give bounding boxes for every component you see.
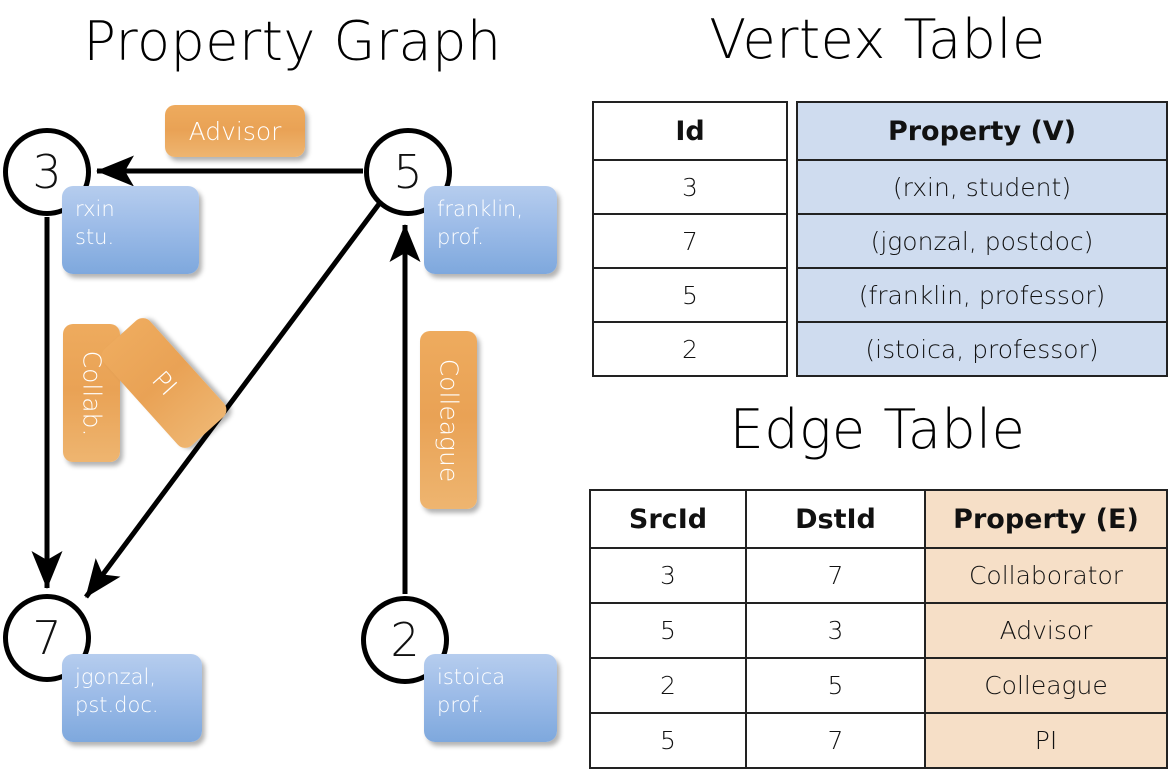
- edge-label-pi-text: PI: [145, 364, 183, 402]
- vertex-table-column-gap: [787, 322, 797, 376]
- vertex-cell-id: 7: [592, 213, 788, 269]
- edge-label-advisor-text: Advisor: [188, 116, 282, 146]
- vertex-cell-property: (rxin, student): [796, 159, 1168, 215]
- page-title-edge-table: Edge Table: [729, 398, 1026, 461]
- vertex-cell-id: 2: [592, 321, 788, 377]
- vertex-table-header-row: Id Property (V): [592, 101, 1168, 161]
- vertex-table-column-gap: [787, 160, 797, 214]
- edge-cell-dstid: 5: [745, 657, 926, 714]
- table-row: 5 7 PI: [589, 712, 1168, 769]
- edge-label-colleague: Colleague: [420, 331, 477, 509]
- edge-arrow-5-to-7: [83, 202, 382, 599]
- table-row: 5 (franklin, professor): [592, 267, 1168, 323]
- vertex-cell-property: (istoica, professor): [796, 321, 1168, 377]
- property-graph-diagram: 3 5 7 2 rxin stu. franklin, prof. jgonza…: [0, 0, 585, 760]
- vertex-table-column-gap: [787, 268, 797, 322]
- edge-table-header-property: Property (E): [924, 489, 1168, 549]
- vertex-table: Id Property (V) 3 (rxin, student) 7 (jgo…: [592, 101, 1168, 377]
- table-row: 7 (jgonzal, postdoc): [592, 213, 1168, 269]
- page-title-vertex-table: Vertex Table: [709, 8, 1046, 71]
- edge-label-advisor: Advisor: [165, 105, 305, 157]
- vertex-table-column-gap: [787, 102, 797, 160]
- node-property-box-jgonzal: jgonzal, pst.doc.: [62, 654, 202, 742]
- graph-node-2[interactable]: 2: [361, 596, 449, 684]
- edge-cell-srcid: 2: [589, 657, 747, 714]
- vertex-table-column-gap: [787, 214, 797, 268]
- node-property-box-rxin: rxin stu.: [62, 186, 199, 274]
- graph-node-5[interactable]: 5: [364, 128, 452, 216]
- edge-cell-property: Collaborator: [924, 547, 1168, 604]
- table-row: 2 5 Colleague: [589, 657, 1168, 714]
- table-row: 5 3 Advisor: [589, 602, 1168, 659]
- edge-table-header-srcid: SrcId: [589, 489, 747, 549]
- table-row: 2 (istoica, professor): [592, 321, 1168, 377]
- vertex-cell-property: (jgonzal, postdoc): [796, 213, 1168, 269]
- edge-cell-dstid: 3: [745, 602, 926, 659]
- vertex-cell-property: (franklin, professor): [796, 267, 1168, 323]
- edge-cell-property: PI: [924, 712, 1168, 769]
- page-title-property-graph: Property Graph: [83, 10, 502, 73]
- node-property-box-franklin: franklin, prof.: [424, 186, 557, 274]
- edge-cell-srcid: 5: [589, 602, 747, 659]
- edge-cell-property: Advisor: [924, 602, 1168, 659]
- edge-cell-property: Colleague: [924, 657, 1168, 714]
- node-property-box-istoica: istoica prof.: [424, 654, 557, 742]
- graph-edges-svg: [31, 155, 421, 599]
- edge-label-colleague-text: Colleague: [434, 358, 464, 482]
- vertex-table-header-property: Property (V): [796, 101, 1168, 161]
- table-row: 3 (rxin, student): [592, 159, 1168, 215]
- edge-label-collab-text: Collab.: [77, 350, 106, 436]
- edge-cell-srcid: 3: [589, 547, 747, 604]
- table-row: 3 7 Collaborator: [589, 547, 1168, 604]
- edge-table-header-row: SrcId DstId Property (E): [589, 489, 1168, 549]
- vertex-table-header-id: Id: [592, 101, 788, 161]
- edge-table-header-dstid: DstId: [745, 489, 926, 549]
- vertex-cell-id: 5: [592, 267, 788, 323]
- edge-cell-dstid: 7: [745, 547, 926, 604]
- vertex-cell-id: 3: [592, 159, 788, 215]
- edge-table: SrcId DstId Property (E) 3 7 Collaborato…: [589, 489, 1168, 769]
